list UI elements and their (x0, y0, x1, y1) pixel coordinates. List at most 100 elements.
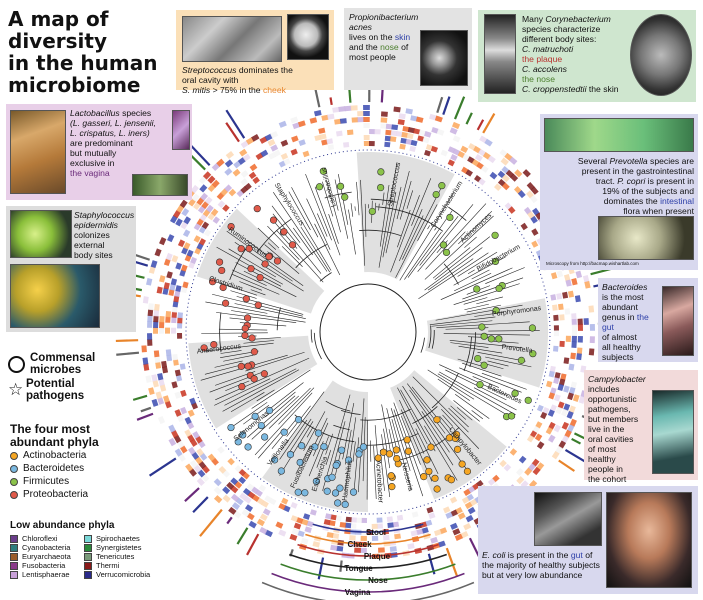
tree-branch (385, 186, 402, 254)
leaf-node (253, 205, 261, 213)
heatmap-cell (146, 277, 153, 286)
heatmap-cell (334, 118, 342, 125)
heatmap-cell (570, 381, 577, 389)
tree-branch (462, 362, 502, 377)
heatmap-cell (175, 218, 183, 227)
heatmap-cell (270, 131, 279, 139)
leaf-node (387, 472, 395, 480)
heatmap-cell (222, 486, 231, 495)
heatmap-cell (407, 543, 415, 550)
heatmap-cell (465, 514, 474, 523)
heatmap-cell (242, 153, 251, 162)
heatmap-cell (419, 521, 428, 528)
campylobacter-callout: Campylobacter includes opportunistic pat… (584, 370, 698, 484)
heatmap-cell (181, 208, 190, 217)
heatmap-cell (556, 292, 563, 300)
heatmap-cell (321, 139, 328, 146)
heatmap-cell (180, 389, 187, 397)
heatmap-cell (422, 136, 430, 144)
tree-branch (281, 246, 303, 267)
clade-label: Actinomyces (459, 212, 493, 245)
tree-branch (415, 428, 439, 474)
tree-arc (325, 400, 351, 412)
heatmap-cell (499, 459, 507, 468)
heatmap-cell (190, 184, 199, 194)
heatmap-cell (354, 547, 361, 553)
heatmap-cell (457, 512, 466, 520)
heatmap-cell (374, 129, 381, 135)
tree-branch (312, 422, 329, 457)
heatmap-cell (228, 506, 237, 515)
leaf-node (341, 500, 349, 509)
heatmap-cell (202, 171, 212, 180)
leaf-node (528, 324, 537, 332)
tree-arc (428, 325, 432, 349)
site-arrows: StoolCheekPlaqueTongueNoseVaginaSkin (261, 523, 475, 600)
heatmap-cell (283, 158, 291, 166)
leaf-node (254, 301, 262, 309)
legend-euryarchaeota: Euryarchaeota (10, 552, 84, 561)
clade-wedge (425, 298, 548, 388)
heatmap-cell (187, 409, 195, 417)
heatmap-cell (389, 136, 397, 143)
tree-branch (441, 408, 480, 449)
heatmap-cell (467, 506, 476, 515)
leaf-node (269, 216, 278, 224)
heatmap-cell (330, 544, 338, 551)
synergistetes-swatch (84, 543, 92, 552)
tree-arc (431, 330, 435, 349)
heatmap-cell (185, 463, 194, 472)
heatmap-cell (280, 152, 289, 160)
leaf-node (265, 406, 274, 415)
heatmap-cell (429, 113, 437, 121)
heatmap-cell (313, 110, 322, 117)
tree-branch (214, 360, 243, 368)
heatmap-cell (553, 314, 559, 321)
leaf-node (403, 436, 411, 444)
abundance-bar (184, 487, 200, 502)
streptococcus-callout: Streptococcus dominates the oral cavity … (176, 10, 334, 95)
tree-branch (463, 297, 488, 305)
heatmap-cell (203, 229, 212, 237)
streptococcus-micrograph (182, 16, 282, 62)
heatmap-cell (319, 133, 327, 140)
heatmap-cell (165, 316, 171, 323)
tree-branch (322, 394, 351, 491)
tree-branch (232, 269, 267, 286)
lactobacillus-micrograph (10, 110, 66, 194)
heatmap-cell (464, 501, 473, 510)
tree-branch (464, 303, 489, 311)
heatmap-cell (153, 321, 159, 328)
tree-arc (360, 408, 411, 421)
heatmap-cell (196, 448, 204, 457)
heatmap-cell (159, 237, 167, 246)
leaf-node (239, 431, 247, 439)
heatmap-cell (484, 138, 493, 147)
heatmap-cell (171, 311, 178, 318)
heatmap-cell (326, 531, 334, 539)
leaf-node (323, 487, 331, 495)
heatmap-cell (175, 285, 182, 292)
heatmap-cell (547, 409, 555, 417)
leaf-node (237, 245, 245, 253)
leaf-node (248, 334, 256, 342)
tree-branch (325, 179, 341, 233)
tree-branch (345, 417, 357, 491)
tree-branch (334, 196, 339, 211)
tree-branch (224, 368, 297, 406)
legend-thermi: Thermi (84, 561, 164, 570)
heatmap-cell (493, 183, 502, 191)
heatmap-cell (380, 117, 388, 123)
heatmap-cell (550, 294, 557, 301)
heatmap-cell (159, 316, 165, 323)
tree-branch (209, 371, 264, 393)
heatmap-cell (304, 526, 312, 533)
heatmap-cell (238, 476, 247, 485)
tree-branch (295, 445, 311, 475)
leaf-node (241, 324, 249, 333)
leaf-node (385, 450, 394, 458)
heatmap-cell (239, 492, 248, 501)
tree-branch (454, 272, 492, 292)
tree-arc (333, 424, 350, 431)
tree-branch (230, 392, 265, 413)
